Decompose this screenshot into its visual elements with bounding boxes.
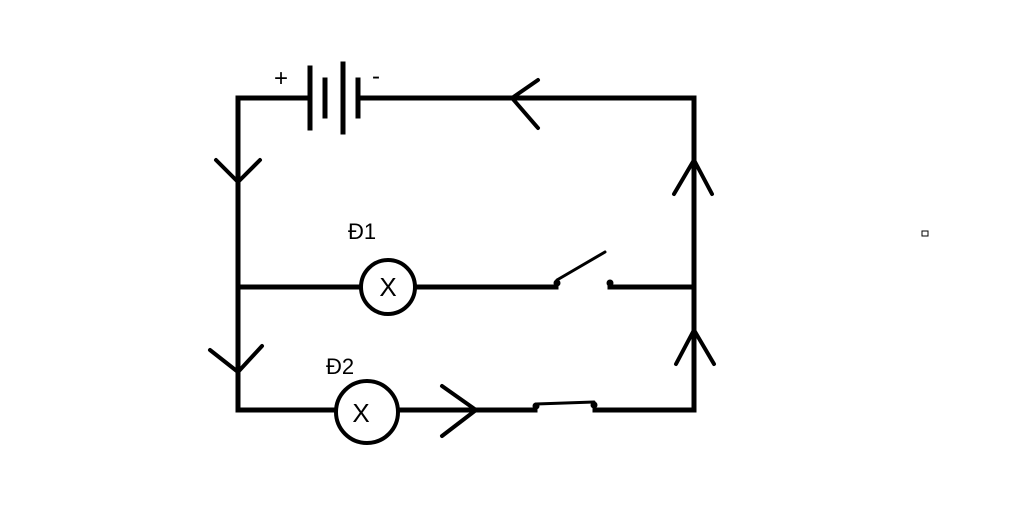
battery-plus-label: + — [274, 65, 288, 92]
switch-1-contact-left — [553, 279, 561, 287]
lamp-1-bulb — [359, 258, 417, 316]
arrow-bottom-right-icon — [440, 384, 478, 438]
lamp-2-label: Đ2 — [326, 354, 354, 379]
arrow-left-lower-down-icon — [208, 344, 264, 374]
lamp-1-symbol: X — [379, 272, 396, 302]
battery: + - — [274, 61, 380, 135]
arrow-left-upper-down-icon — [214, 158, 262, 184]
switch-2-closed — [532, 400, 598, 410]
current-arrows — [208, 78, 716, 438]
lamp-2-bulb — [334, 379, 400, 445]
battery-minus-label: - — [372, 63, 380, 90]
lamp-2-symbol: X — [352, 398, 369, 428]
lamp-1-label: Đ1 — [348, 219, 376, 244]
switch-1-lever — [555, 250, 607, 282]
arrow-right-upper-up-icon — [672, 158, 714, 196]
switch-1-contact-right — [606, 279, 614, 287]
arrow-top-left-icon — [510, 78, 540, 130]
switch-2-lever — [534, 400, 596, 406]
circuit-wires — [235, 95, 697, 413]
switch-1-open — [553, 250, 614, 287]
small-marker-icon — [921, 230, 929, 237]
lamp-1: X Đ1 — [348, 219, 417, 316]
arrow-right-lower-up-icon — [674, 328, 716, 366]
lamp-2: X Đ2 — [326, 354, 400, 445]
